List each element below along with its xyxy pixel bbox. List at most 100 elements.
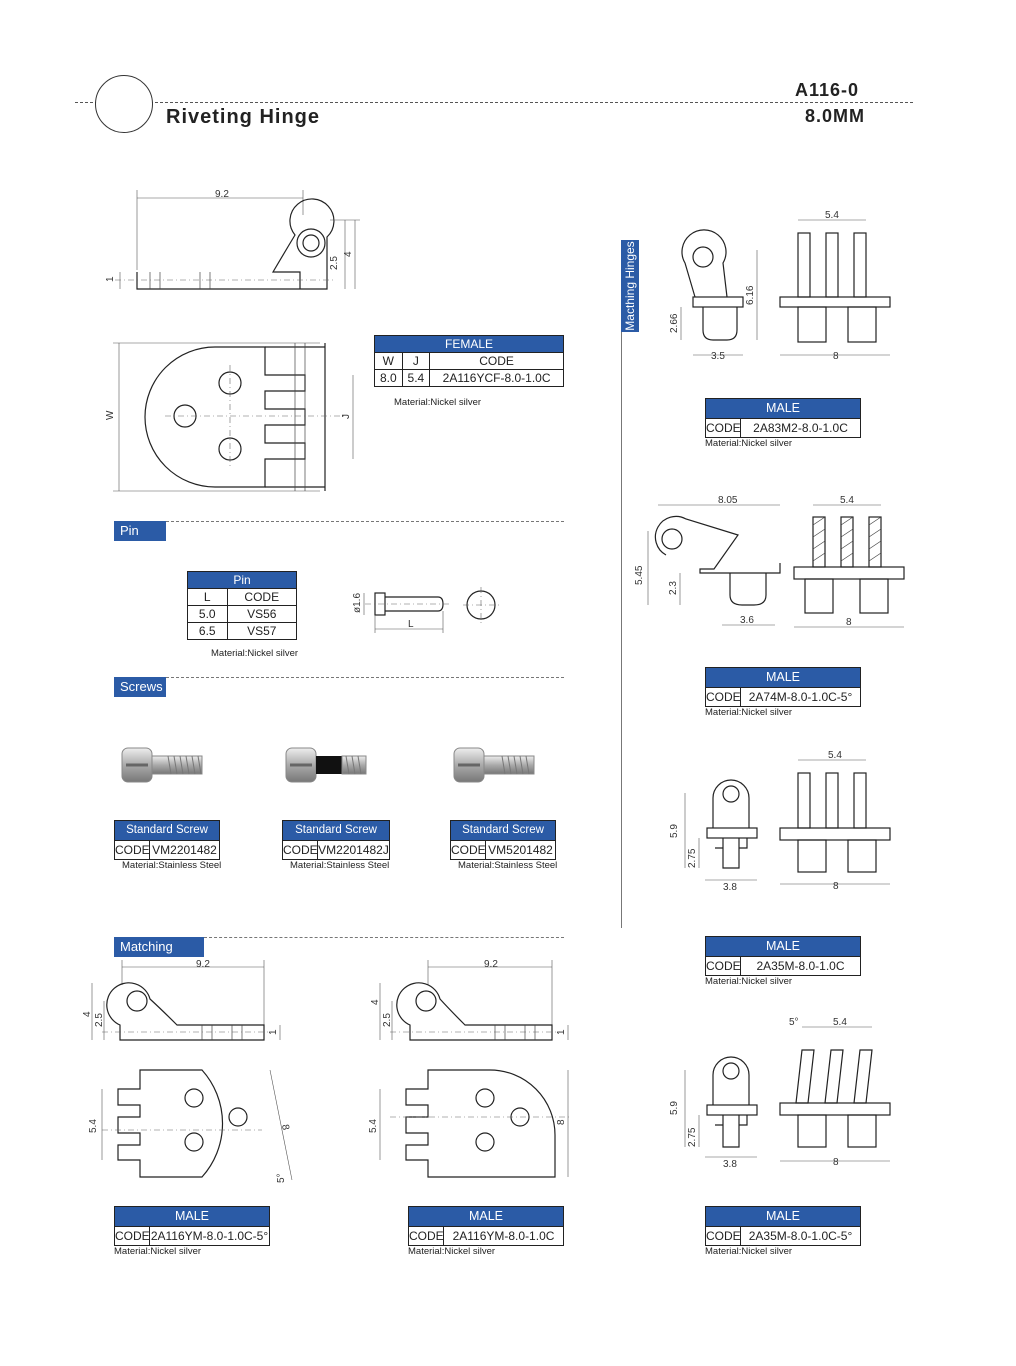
screw-3-code: VM5201482 [488, 843, 553, 857]
male-hinge-1-drawing: 9.2 4 2.5 1 5.4 8 5° [82, 959, 293, 1183]
pin-row1-l: 5.0 [187, 605, 228, 623]
female-w-value: 8.0 [374, 369, 403, 387]
svg-text:2.66: 2.66 [669, 313, 680, 333]
screw-image-3 [453, 747, 535, 783]
svg-text:W: W [105, 410, 116, 420]
pin-section-rule [166, 521, 564, 522]
page-title: Riveting Hinge [166, 106, 321, 128]
svg-text:5°: 5° [276, 1173, 287, 1183]
screw-1-key: CODE [115, 841, 150, 859]
screw-2-title: Standard Screw M1.4 [282, 820, 390, 855]
male-bottom-2-key: CODE [409, 1227, 444, 1245]
male-right-4-code: 2A35M-8.0-1.0C-5° [748, 1229, 853, 1243]
screw-2-material: Material:Stainless Steel [290, 860, 390, 871]
svg-text:2.5: 2.5 [94, 1013, 105, 1027]
female-col-j: J [401, 352, 431, 370]
pin-table-header: Pin [187, 571, 297, 589]
svg-text:2.75: 2.75 [687, 848, 698, 868]
svg-text:3.5: 3.5 [711, 351, 725, 362]
svg-text:L: L [408, 619, 414, 630]
svg-text:2.75: 2.75 [687, 1127, 698, 1147]
svg-text:3.8: 3.8 [723, 1159, 737, 1170]
matching-side-tab: Macthing Hinges [621, 240, 639, 332]
svg-text:5°: 5° [789, 1017, 799, 1028]
svg-text:3.8: 3.8 [723, 882, 737, 893]
screw-2-key: CODE [283, 841, 318, 859]
screw-1-code: VM2201482 [152, 843, 217, 857]
svg-text:8: 8 [556, 1119, 567, 1125]
male-bottom-1-header: MALE [114, 1206, 270, 1226]
svg-text:1: 1 [105, 276, 116, 282]
male-right-1-material: Material:Nickel silver [705, 438, 793, 449]
female-col-code: CODE [429, 352, 564, 370]
svg-text:9.2: 9.2 [484, 959, 498, 970]
svg-text:8: 8 [279, 1124, 291, 1132]
product-size: 8.0MM [805, 106, 866, 126]
svg-text:5.4: 5.4 [88, 1119, 99, 1133]
male-bottom-1-key: CODE [115, 1227, 150, 1245]
svg-text:5.45: 5.45 [634, 565, 645, 585]
svg-text:J: J [341, 414, 352, 419]
svg-text:ø1.6: ø1.6 [352, 593, 363, 613]
svg-text:8: 8 [833, 351, 839, 362]
female-material: Material:Nickel silver [394, 397, 482, 408]
pin-material: Material:Nickel silver [211, 648, 299, 659]
pin-row2-code: VS57 [226, 622, 297, 640]
svg-text:2.3: 2.3 [668, 581, 679, 595]
male-bottom-2-code: 2A116YM-8.0-1.0C [452, 1229, 555, 1243]
male-right-2-drawing: 8.05 5.45 2.3 3.6 5.4 8 [634, 495, 905, 628]
female-code-value: 2A116YCF-8.0-1.0C [429, 369, 564, 387]
male-right-2-code: 2A74M-8.0-1.0C-5° [748, 690, 853, 704]
matching-section-label: Matching Hinges [114, 937, 204, 974]
male-right-4-key: CODE [706, 1227, 741, 1245]
svg-text:5.4: 5.4 [833, 1017, 847, 1028]
screw-1-material: Material:Stainless Steel [122, 860, 222, 871]
svg-text:4: 4 [370, 999, 381, 1005]
male-right-1-drawing: 2.66 6.16 3.5 5.4 8 [669, 210, 891, 362]
female-hinge-drawing: 9.2 4 2.5 1 W J [105, 189, 360, 492]
svg-text:8.05: 8.05 [718, 495, 738, 506]
pin-section-label: Pin [114, 521, 166, 541]
screw-3-material: Material:Stainless Steel [458, 860, 558, 871]
svg-text:5.4: 5.4 [840, 495, 854, 506]
female-col-w: W [374, 352, 403, 370]
screws-section-label: Screws [114, 677, 166, 697]
pin-table: Pin L CODE 5.0 VS56 6.5 VS57 [187, 571, 297, 640]
screw-1-title: Standard Screw M1.4 [114, 820, 220, 855]
female-table-header: FEMALE [374, 335, 564, 353]
male-right-3-drawing: 5.9 2.75 3.8 5.4 8 [669, 750, 891, 893]
female-table: FEMALE W J CODE 8.0 5.4 2A116YCF-8.0-1.0… [374, 335, 564, 387]
male-right-4-material: Material:Nickel silver [705, 1246, 793, 1257]
male-hinge-2-drawing: 9.2 4 2.5 1 5.4 8 [368, 959, 570, 1178]
male-right-4-drawing: 5.9 2.75 3.8 5.4 5° 8 [669, 1017, 891, 1170]
pin-row1-code: VS56 [226, 605, 297, 623]
svg-text:2.5: 2.5 [382, 1013, 393, 1027]
male-right-3-key: CODE [706, 957, 741, 975]
matching-side-label: Macthing Hinges [623, 241, 637, 331]
screws-section-rule [166, 677, 564, 678]
svg-text:2.5: 2.5 [329, 256, 340, 270]
male-right-2-key: CODE [706, 688, 741, 706]
male-right-3-material: Material:Nickel silver [705, 976, 793, 987]
header-circle [95, 75, 153, 133]
svg-text:5.4: 5.4 [828, 750, 842, 761]
svg-text:3.6: 3.6 [740, 615, 754, 626]
male-bottom-1-material: Material:Nickel silver [114, 1246, 202, 1257]
header-rule [75, 102, 913, 103]
svg-text:5.4: 5.4 [368, 1119, 379, 1133]
svg-text:1: 1 [268, 1029, 279, 1035]
screw-2-code: VM2201482J [318, 843, 389, 857]
screw-image-1 [121, 747, 203, 783]
pin-col-l: L [187, 588, 228, 606]
svg-text:8: 8 [846, 617, 852, 628]
svg-text:5.9: 5.9 [669, 824, 680, 838]
male-right-3-code: 2A35M-8.0-1.0C [756, 959, 845, 973]
pin-row2-l: 6.5 [187, 622, 228, 640]
